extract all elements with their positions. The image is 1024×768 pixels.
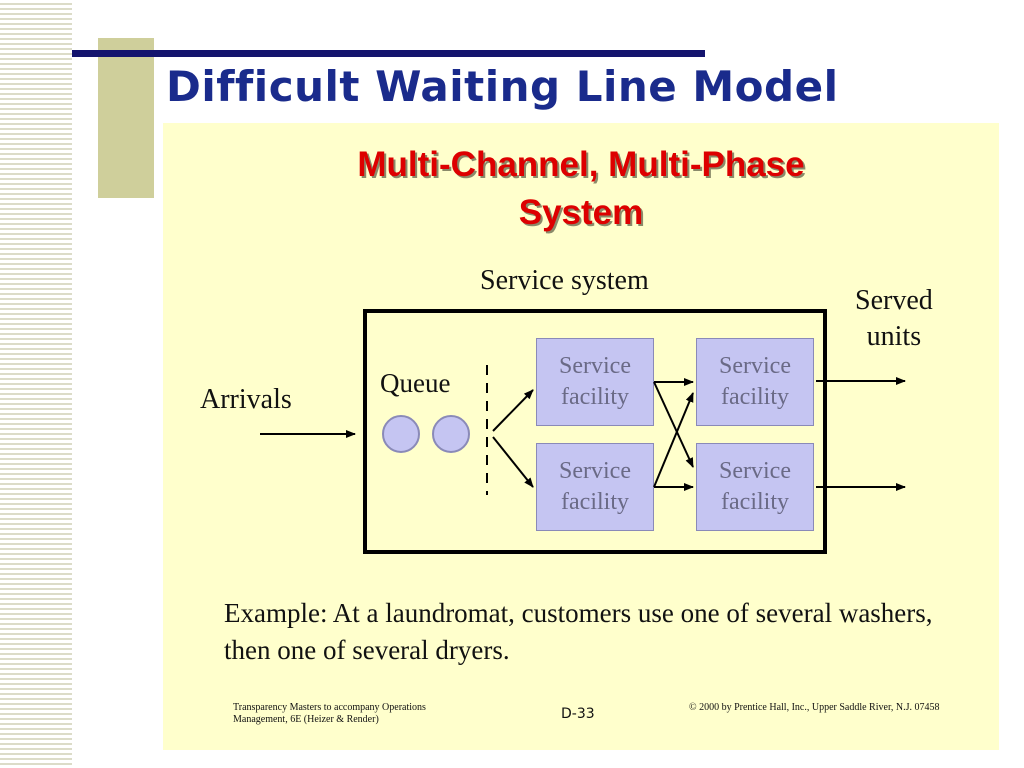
queue-circle-1 [382, 415, 420, 453]
service-system-label: Service system [480, 265, 649, 296]
top-to-bottom-arrow [653, 381, 694, 468]
arrivals-label: Arrivals [200, 384, 292, 415]
served-label-line1: Served [855, 285, 933, 316]
title-rule [72, 50, 705, 57]
service-facility-phase1-bottom: Service facility [536, 443, 654, 531]
example-text: Example: At a laundromat, customers use … [224, 598, 933, 665]
decorative-stripes [0, 0, 72, 768]
accent-block [98, 38, 154, 198]
service-facility-phase2-top: Service facility [696, 338, 814, 426]
footer-left: Transparency Masters to accompany Operat… [233, 702, 426, 725]
service-facility-phase2-bottom: Service facility [696, 443, 814, 531]
served-label-line2: units [866, 321, 922, 352]
diagram-panel: Multi-Channel, Multi-Phase System Servic… [163, 123, 999, 750]
slide-title: Difficult Waiting Line Model [166, 62, 839, 111]
footer-right: © 2000 by Prentice Hall, Inc., Upper Sad… [689, 702, 940, 713]
queue-to-top-arrow [492, 389, 534, 432]
diagram-heading-line1: Multi-Channel, Multi-Phase [357, 145, 805, 184]
service-facility-phase1-top: Service facility [536, 338, 654, 426]
queue-label: Queue [380, 368, 451, 398]
served-units-label: Served units [855, 283, 933, 355]
footer-page-number: D-33 [561, 706, 595, 722]
service-system-box [363, 309, 827, 554]
flow-arrows [260, 365, 906, 495]
diagram-heading-line2: System [518, 193, 644, 232]
queue-circle-2 [432, 415, 470, 453]
queue-to-bottom-arrow [492, 436, 534, 488]
bottom-to-top-arrow [653, 392, 694, 488]
